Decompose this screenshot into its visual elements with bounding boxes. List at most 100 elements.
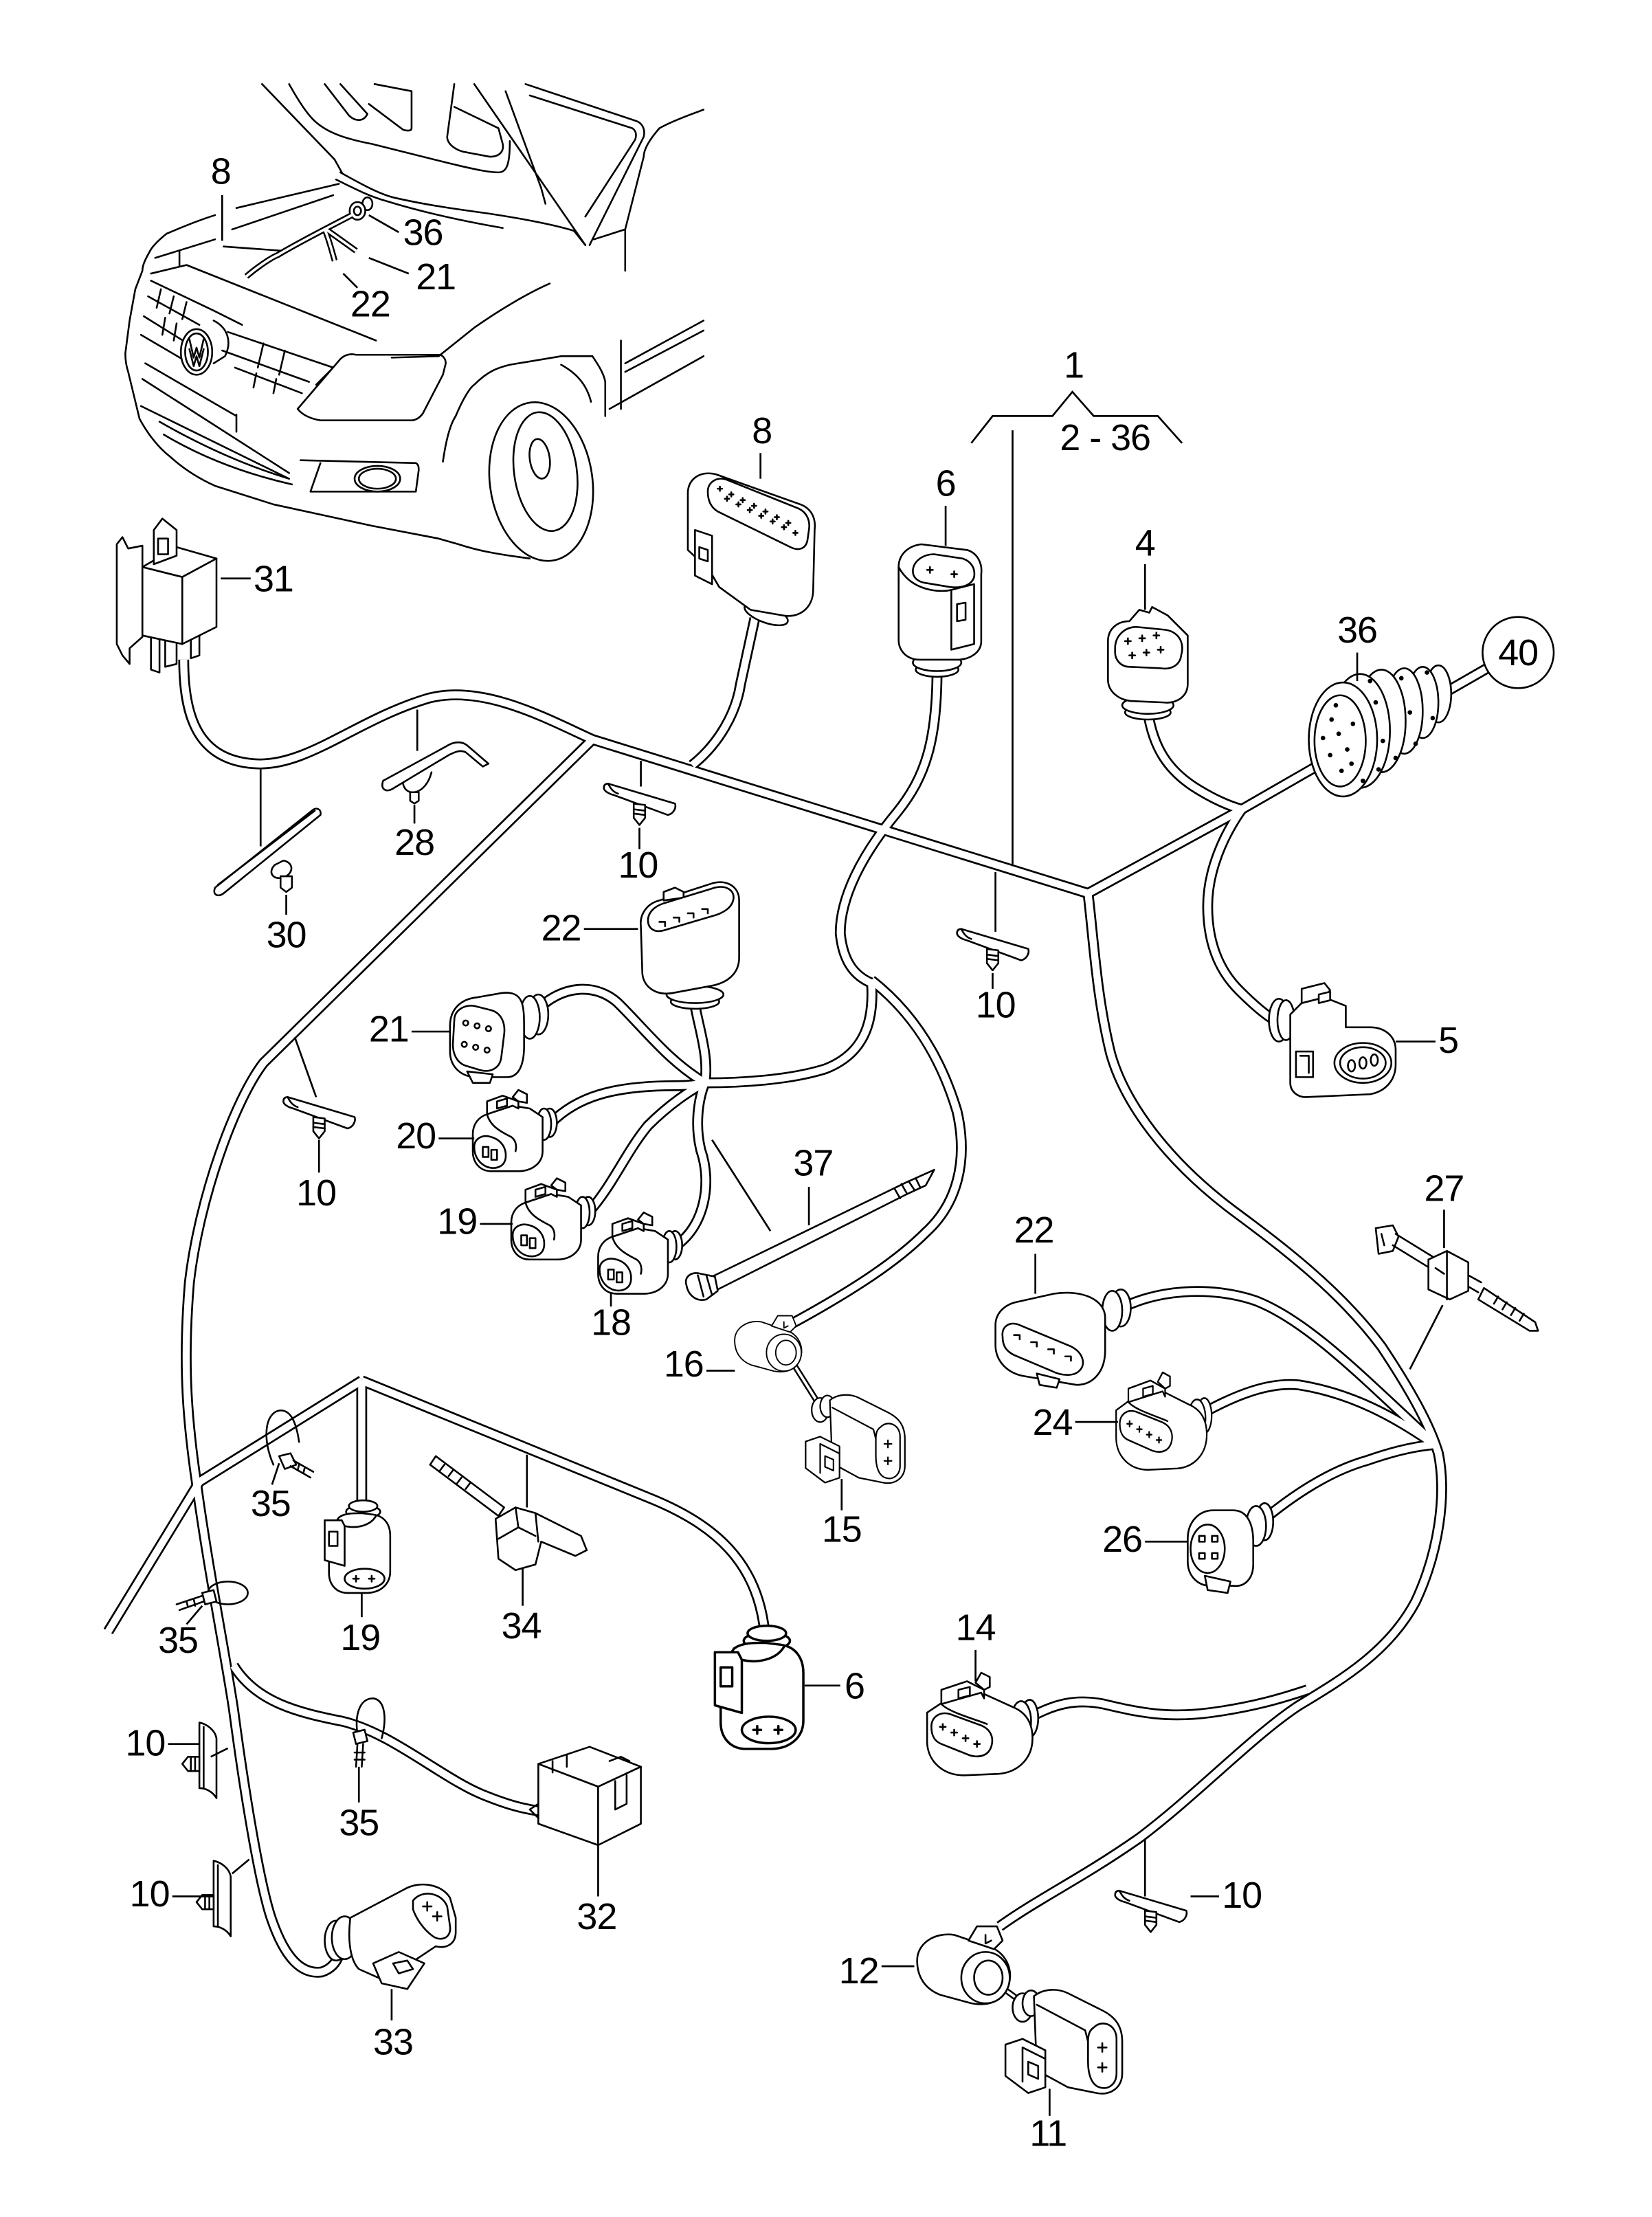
callout-inset-8: 8 [211,151,231,192]
grommet-face [1308,681,1378,798]
body-front-outline [124,214,531,560]
connector-11 [1004,1989,1124,2095]
reference-circle-40: 40 [1482,616,1555,689]
side-body-lines [608,320,705,410]
callout-6-lower: 6 [845,1665,864,1706]
fog-light-inner [357,467,397,490]
connector-19-upper [510,1177,596,1261]
wire-inset-branch-22 [323,229,336,261]
callout-20: 20 [396,1115,436,1157]
connector-face [1333,1042,1393,1084]
wire-sub-diagonal-outline [103,1376,365,1634]
callout-35-lower: 35 [339,1802,379,1843]
connector-18 [597,1212,683,1295]
wire-connector-4 [1144,711,1243,813]
cable-tie-35-upper [265,1410,315,1479]
connector-pin [1370,1053,1379,1067]
assembly-number: 1 [1064,344,1084,386]
connector-face [1001,1322,1084,1376]
connector-33 [324,1883,457,1990]
callout-12: 12 [839,1950,879,1992]
wire-sub-connector-32 [230,1663,539,1815]
connector-24 [1115,1371,1213,1471]
callout-19-upper: 19 [437,1201,477,1242]
cable-tie-34 [429,1455,588,1572]
connector-pins [422,1901,443,1922]
connector-tab [1036,1372,1061,1389]
callout-36: 36 [1337,610,1377,651]
callout-10-side-upper: 10 [125,1722,165,1763]
tie-tail [175,1594,205,1612]
callout-inset-36: 36 [403,212,443,254]
clip-strip [381,741,490,792]
tie-buckle [1427,1250,1469,1301]
ring-holder-16 [734,1315,803,1373]
connector-face-inner [1339,1046,1387,1080]
inset-callouts: 8 36 21 22 [211,151,456,324]
clip-10-left [282,1096,356,1139]
hood-bottom-edge [335,171,587,246]
fog-light-housing [299,459,420,493]
callouts: 8 6 4 36 31 28 30 10 22 10 5 21 20 10 19… [125,410,1464,2154]
wire-relay-31 [180,659,594,768]
leader-10-upper [638,761,642,849]
bracket-line [970,390,1183,444]
clip-28 [381,741,490,805]
fender [438,282,607,463]
headlight-line [390,355,440,359]
callout-30: 30 [267,915,306,956]
connector-20 [471,1089,558,1172]
connector-pins [1013,1334,1072,1362]
headlight [296,353,447,421]
connector-pin [472,1043,480,1051]
tie-loop [265,1410,300,1466]
wire-inset-branch-21 [325,228,357,252]
wire-connector-19 [587,1080,707,1214]
connector-face [451,1005,506,1072]
tie-serration [1493,1295,1525,1322]
grommet-face-inner [1313,694,1367,788]
tie-tail [289,1459,315,1479]
callout-inset-22: 22 [350,283,390,324]
tie-head [201,1589,218,1605]
wire-sub-right [360,1377,769,1634]
connector-pin [460,1040,468,1048]
connector-latch-window [1317,990,1331,1004]
clip-screw [409,791,420,805]
connector-14 [926,1671,1040,1776]
clip-strip [213,807,322,897]
callout-28: 28 [394,822,434,863]
leader-35-middle [186,1605,203,1625]
wire-branch-junction-outline [704,983,878,1089]
connector-pins [1124,632,1165,660]
leader-inset-36 [368,214,399,234]
wire-inset-harness [245,214,353,278]
callout-22-upper: 22 [542,907,581,948]
callout-37: 37 [793,1142,833,1183]
wire-branch-16 [790,977,965,1327]
wire-main-trunk [591,736,1089,897]
wire-sub-right-outline [359,1375,770,1634]
callout-10-upper: 10 [618,845,658,886]
leader-27 [1409,1210,1445,1370]
cable-tie-35-middle [175,1581,249,1612]
connector-seam [897,566,952,592]
connector-19-lower [324,1499,392,1594]
wire-connector-14 [1026,1686,1309,1722]
connector-22-lower [994,1289,1132,1389]
callout-16: 16 [664,1344,704,1385]
callout-18: 18 [591,1302,631,1344]
connector-pin [484,1025,492,1032]
relay-31 [115,517,218,673]
wire-branch-connector-8-outline [689,617,761,770]
connector-face [647,886,735,933]
housing-side [597,1765,642,1847]
connector-face [1114,625,1183,670]
callout-21: 21 [369,1009,409,1050]
connector-21 [449,992,550,1084]
connector-pins [658,908,709,927]
hood-inner-panel [288,83,511,174]
clip-screw [279,875,293,893]
connector-face [1190,1524,1226,1574]
